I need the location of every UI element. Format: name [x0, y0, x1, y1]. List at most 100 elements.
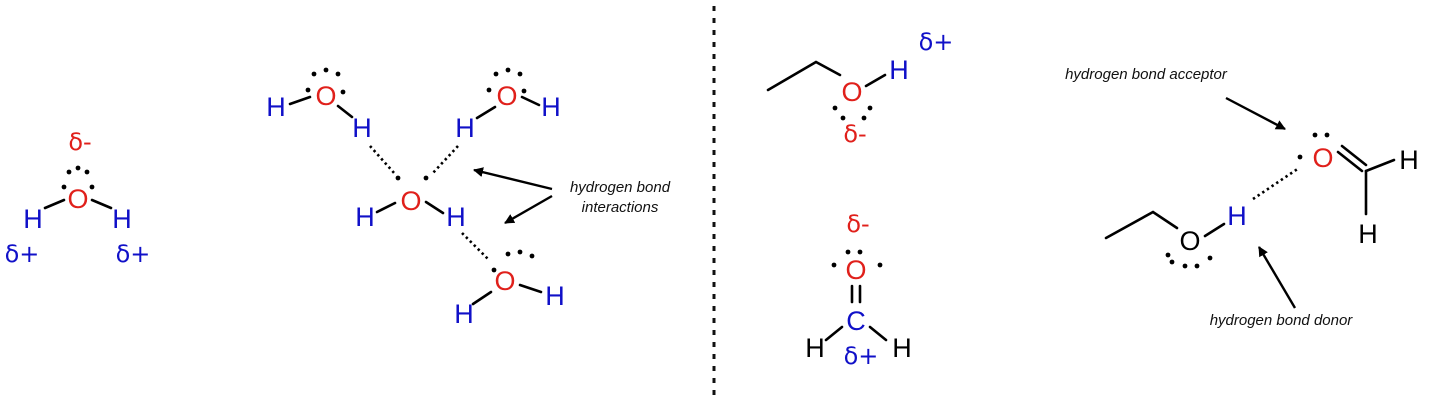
o-h-bond	[471, 290, 493, 306]
water-molecule-polarity: δ- O H H δ+ δ+	[5, 128, 151, 268]
carbon-atom: C	[846, 306, 866, 336]
c-o-double-bond	[1340, 144, 1368, 167]
lone-pair-dot	[529, 253, 535, 259]
hydrogen-atom: H	[23, 204, 43, 234]
lone-pair-dot	[505, 251, 511, 257]
hydrogen-bond-donor-label: hydrogen bond donor	[1210, 312, 1354, 329]
lone-pair-dot	[1169, 259, 1175, 265]
lone-pair-dot	[1312, 132, 1318, 138]
donor-arrow	[1257, 246, 1297, 309]
lone-pair-dot	[832, 105, 838, 111]
lone-pair-dot	[84, 169, 90, 175]
lone-pair-dot	[311, 71, 317, 77]
lone-pair-dot	[505, 67, 511, 73]
hydrogen-bond-donor-acceptor: hydrogen bond acceptor O H H O H hydroge…	[1065, 66, 1419, 329]
lone-pair-dot	[395, 175, 401, 181]
lone-pair-dot	[521, 88, 527, 94]
lone-pair-dot	[423, 175, 429, 181]
o-h-bond	[518, 283, 543, 294]
water-cluster: O H H O H H O H H O H H	[266, 67, 671, 329]
lone-pair-dot	[877, 262, 883, 268]
hydrogen-atom: H	[805, 333, 825, 363]
oxygen-atom: O	[845, 255, 866, 285]
hydrogen-atom: H	[352, 113, 372, 143]
hydrogen-atom: H	[355, 202, 375, 232]
lone-pair-dot	[493, 71, 499, 77]
arrow	[504, 194, 553, 225]
c-h-bond	[1364, 158, 1396, 173]
oxygen-atom: O	[1312, 143, 1333, 173]
lone-pair-dot	[491, 267, 497, 273]
hydrogen-atom: H	[1227, 201, 1247, 231]
hydrogen-bond	[369, 145, 396, 175]
oxygen-atom: O	[315, 81, 336, 111]
o-h-bond	[475, 105, 497, 120]
lone-pair-dot	[1182, 263, 1188, 269]
hydrogen-atom: H	[112, 204, 132, 234]
lone-pair-dot	[1324, 132, 1330, 138]
oxygen-atom: O	[841, 77, 862, 107]
delta-minus-label: δ-	[68, 128, 91, 156]
lone-pair-dot	[486, 87, 492, 93]
lone-pair-dot	[840, 115, 846, 121]
hydrogen-bond	[1252, 166, 1300, 201]
lone-pair-dot	[517, 249, 523, 255]
lone-pair-dot	[75, 165, 81, 171]
lone-pair-dot	[831, 262, 837, 268]
arrow	[473, 167, 553, 191]
delta-plus-label: δ+	[844, 342, 879, 370]
lone-pair-dot	[89, 184, 95, 190]
hydrogen-atom: H	[455, 113, 475, 143]
hydrogen-bond-acceptor-label: hydrogen bond acceptor	[1065, 66, 1228, 83]
o-h-bond	[336, 104, 354, 119]
hydrogen-bond	[431, 145, 459, 175]
lone-pair-dot	[323, 67, 329, 73]
delta-minus-label: δ-	[846, 210, 869, 238]
formaldehyde-polarity: δ- O C H H δ+	[805, 210, 912, 370]
delta-plus-label: δ+	[116, 240, 151, 268]
c-o-double-bond	[1336, 150, 1364, 173]
hydrogen-atom: H	[545, 281, 565, 311]
delta-plus-label: δ+	[919, 28, 954, 56]
o-h-bond	[288, 95, 312, 106]
o-h-bond	[520, 95, 541, 107]
lone-pair-dot	[1297, 154, 1303, 160]
lone-pair-dot	[517, 71, 523, 77]
o-h-bond	[1203, 222, 1226, 238]
o-h-bond	[375, 201, 397, 214]
c-h-bond	[868, 325, 888, 342]
lone-pair-dot	[861, 115, 867, 121]
lone-pair-dot	[1194, 263, 1200, 269]
lone-pair-dot	[1207, 255, 1213, 261]
ethyl-chain	[766, 60, 842, 92]
hydrogen-bond-interactions-label: interactions	[582, 199, 659, 216]
o-h-bond	[424, 200, 445, 215]
hydrogen-atom: H	[541, 92, 561, 122]
oxygen-atom: O	[494, 266, 515, 296]
o-h-bond	[864, 73, 887, 88]
hydrogen-atom: H	[892, 333, 912, 363]
o-h-bond	[43, 198, 66, 210]
lone-pair-dot	[335, 71, 341, 77]
lone-pair-dot	[340, 89, 346, 95]
lone-pair-dot	[867, 105, 873, 111]
ethyl-chain	[1104, 210, 1179, 240]
hydrogen-atom: H	[266, 92, 286, 122]
hydrogen-bond	[461, 232, 489, 260]
lone-pair-dot	[857, 249, 863, 255]
oxygen-atom: O	[496, 81, 517, 111]
hydrogen-bond-interactions-label: hydrogen bond	[570, 179, 671, 196]
acceptor-arrow	[1225, 96, 1286, 131]
oxygen-atom: O	[67, 184, 88, 214]
lone-pair-dot	[1165, 252, 1171, 258]
lone-pair-dot	[305, 87, 311, 93]
hydrogen-atom: H	[454, 299, 474, 329]
oxygen-atom: O	[400, 186, 421, 216]
hydrogen-atom: H	[1399, 145, 1419, 175]
lone-pair-dot	[61, 184, 67, 190]
delta-minus-label: δ-	[843, 120, 866, 148]
hydrogen-atom: H	[889, 55, 909, 85]
c-h-bond	[824, 325, 844, 342]
delta-plus-label: δ+	[5, 240, 40, 268]
ethanol-polarity: δ+ O H δ-	[766, 28, 954, 148]
